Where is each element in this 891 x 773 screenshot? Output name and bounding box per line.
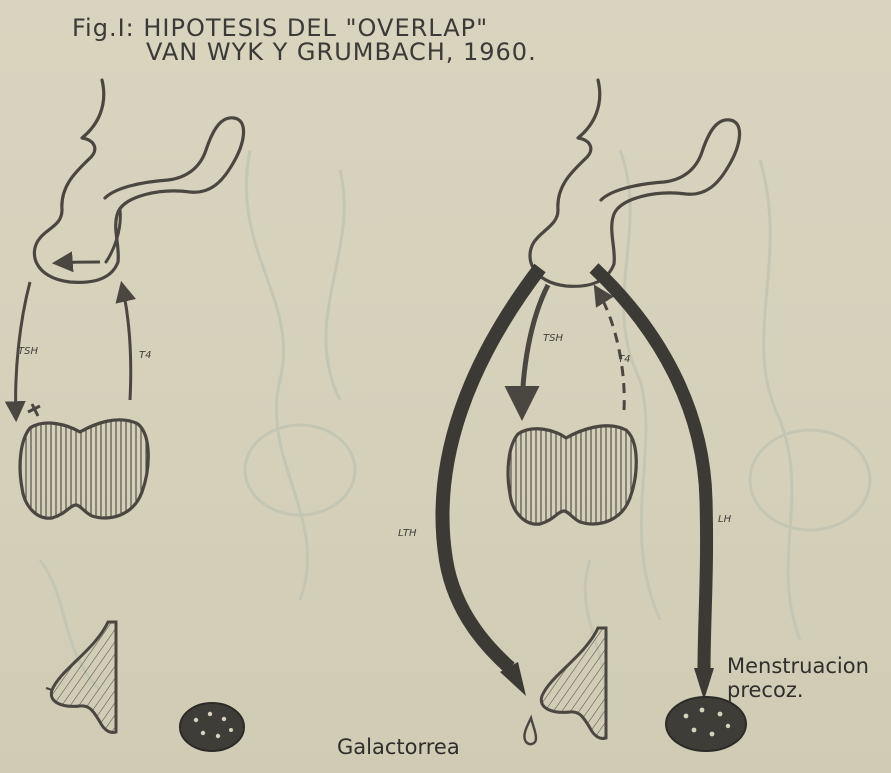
left-hypothalamus-pituitary-outline xyxy=(34,80,243,282)
left-t4-label: T4 xyxy=(139,350,151,361)
milk-drop-icon xyxy=(524,718,536,744)
right-t4-dashed-arrow xyxy=(596,288,624,410)
menstruacion-label: Menstruacion xyxy=(727,654,869,678)
left-thyroid-gland xyxy=(20,420,148,518)
right-breast-outline xyxy=(541,628,606,739)
left-breast-outline xyxy=(51,622,116,733)
precoz-label: precoz. xyxy=(727,678,804,702)
left-tsh-label: TSH xyxy=(18,346,38,357)
right-hypothalamus-pituitary-outline xyxy=(530,80,740,286)
right-lh-arrowhead xyxy=(694,668,714,700)
right-tsh-arrow xyxy=(522,285,548,414)
left-ovary xyxy=(180,703,244,751)
left-t4-arrow xyxy=(122,285,131,400)
left-panel xyxy=(16,80,244,751)
right-thyroid-gland xyxy=(508,426,636,524)
right-t4-label: T4 xyxy=(618,354,630,365)
galactorrea-label: Galactorrea xyxy=(337,735,460,759)
right-ovary xyxy=(666,697,746,751)
right-lh-label: LH xyxy=(718,514,731,525)
left-feedback-arrow xyxy=(56,262,100,263)
right-lth-label: LTH xyxy=(398,528,417,539)
figure-subtitle: VAN WYK Y GRUMBACH, 1960. xyxy=(146,38,537,66)
right-panel xyxy=(442,80,746,751)
right-tsh-label: TSH xyxy=(543,333,563,344)
left-inhibition-mark xyxy=(28,404,40,416)
